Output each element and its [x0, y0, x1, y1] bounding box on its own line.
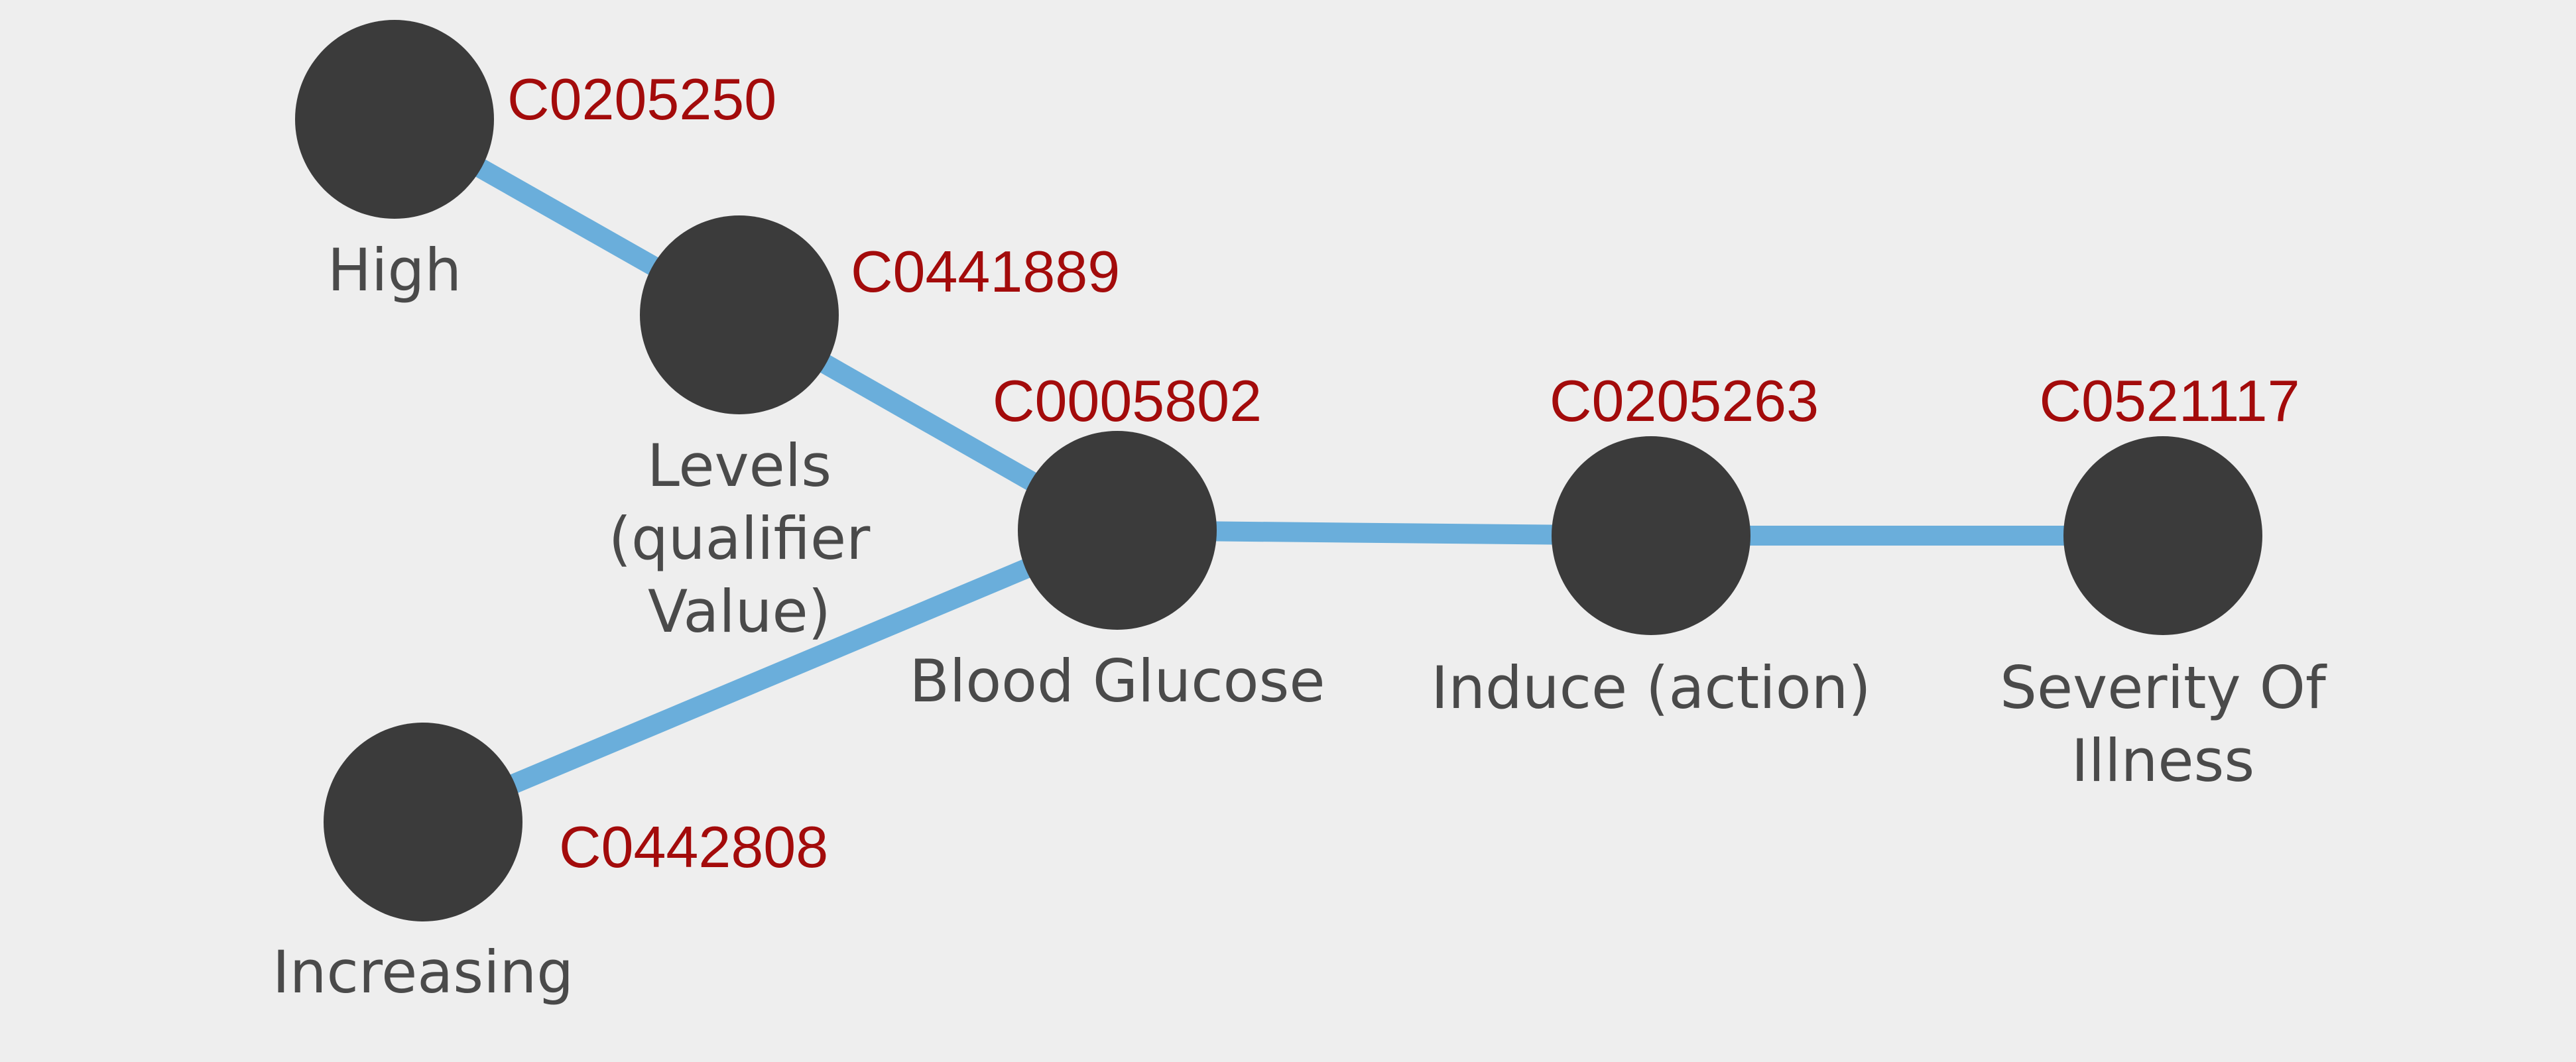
node-induce[interactable]: Induce (action) C0205263 — [1431, 368, 1871, 722]
edge-increasing-to-blood-glucose — [419, 521, 1121, 831]
node-circle-increasing[interactable] — [324, 723, 522, 921]
node-label-increasing: Increasing — [273, 938, 574, 1006]
node-circle-blood-glucose[interactable] — [1018, 431, 1217, 630]
node-label-line: Levels — [647, 432, 831, 500]
cui-label-blood-glucose: C0005802 — [993, 368, 1262, 434]
node-circle-high[interactable] — [295, 20, 494, 219]
node-label-line: Severity Of — [2000, 654, 2327, 722]
node-circle-severity[interactable] — [2063, 436, 2262, 635]
node-label-line: Value) — [648, 577, 831, 646]
cui-label-increasing: C0442808 — [559, 814, 828, 880]
node-label-line: (qualifier — [609, 504, 871, 573]
node-circle-induce[interactable] — [1552, 436, 1750, 635]
node-label-line: Illness — [2071, 727, 2254, 795]
cui-label-severity: C0521117 — [2039, 368, 2300, 434]
node-label-line: Increasing — [273, 938, 574, 1006]
node-label-induce: Induce (action) — [1431, 654, 1871, 722]
cui-label-high: C0205250 — [507, 66, 776, 132]
node-label-line: High — [328, 236, 461, 304]
node-label-line: Induce (action) — [1431, 654, 1871, 722]
node-label-blood-glucose: Blood Glucose — [910, 647, 1325, 715]
cui-label-levels: C0441889 — [851, 239, 1120, 304]
node-circle-levels[interactable] — [640, 215, 839, 414]
node-blood-glucose[interactable]: Blood Glucose C0005802 — [910, 368, 1325, 715]
cui-label-induce: C0205263 — [1550, 368, 1819, 434]
node-high[interactable]: High C0205250 — [295, 20, 776, 304]
node-increasing[interactable]: Increasing C0442808 — [273, 723, 828, 1006]
node-label-line: Blood Glucose — [910, 647, 1325, 715]
node-label-high: High — [328, 236, 461, 304]
